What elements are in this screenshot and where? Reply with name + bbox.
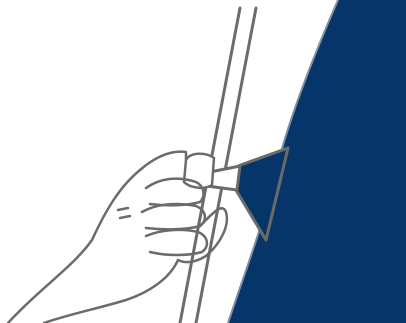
- installation-illustration: [0, 0, 406, 323]
- illustration-frame: [0, 0, 406, 323]
